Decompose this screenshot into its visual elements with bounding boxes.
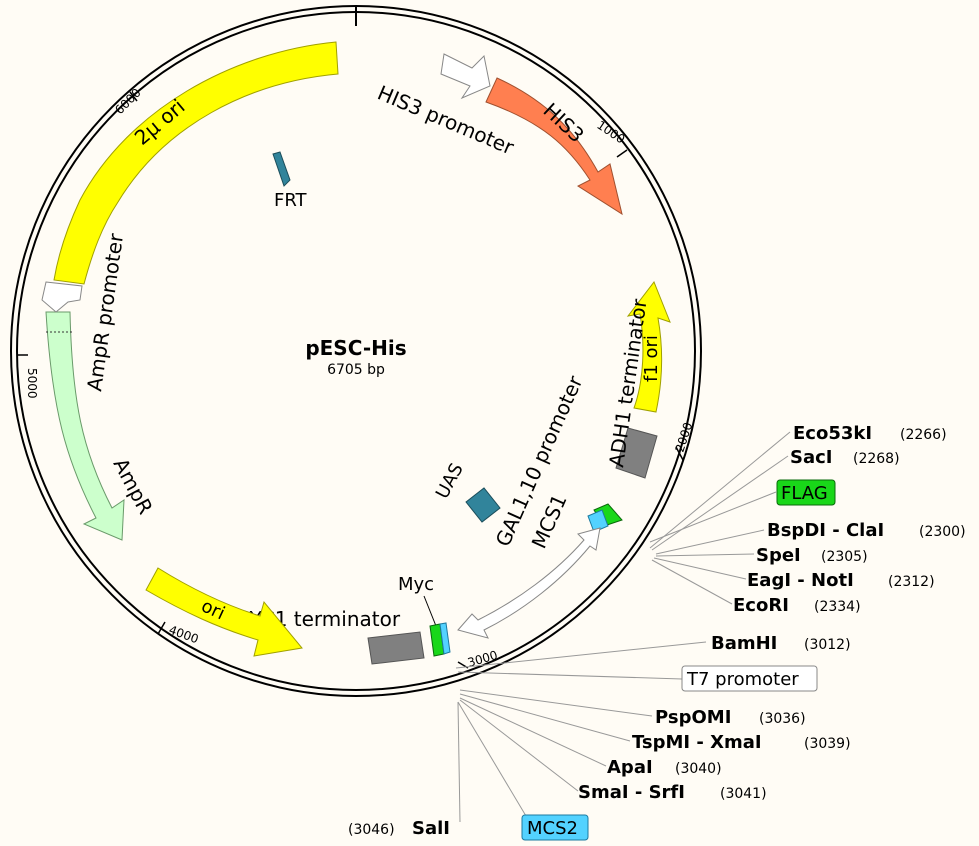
site-spei-pos: (2305) — [821, 549, 868, 565]
ampr-promoter-arrow — [41, 281, 83, 313]
tick-label-2000: 2000 — [673, 421, 696, 454]
plasmid-length: 6705 bp — [327, 362, 385, 378]
tick-label-1000: 1000 — [594, 118, 627, 147]
site-eagi-noti: EagI - NotI — [747, 570, 854, 591]
flag-label-box — [776, 479, 836, 506]
site-eco53ki-pos: (2266) — [900, 427, 947, 443]
site-eco53ki: Eco53kI — [793, 423, 872, 444]
site-sali: SalI — [412, 818, 450, 839]
tick-2000 — [675, 446, 684, 461]
site-pspomi: PspOMI — [655, 707, 731, 728]
gal-promoter-arrow — [457, 527, 601, 639]
mcs2-label: MCS2 — [527, 818, 578, 839]
cyc1-terminator-box — [367, 631, 425, 665]
uas-label: UAS — [432, 460, 468, 502]
site-ecori: EcoRI — [733, 595, 789, 616]
uas-box — [465, 487, 501, 523]
myc-leader — [423, 595, 437, 627]
mcs1-region — [587, 503, 623, 533]
f1-ori-arrow — [626, 280, 671, 413]
site-tspmi-xmai: TspMI - XmaI — [632, 732, 762, 753]
frt-arrow — [272, 151, 291, 187]
backbone — [10, 5, 702, 697]
site-apai: ApaI — [607, 757, 653, 778]
ampr-arrow — [45, 311, 125, 541]
plasmid-name: pESC-His — [305, 336, 406, 360]
site-bamhi-pos: (3012) — [804, 637, 851, 653]
flag-label: FLAG — [781, 483, 828, 504]
site-bspdi-clai-pos: (2300) — [919, 524, 966, 540]
ori-arrow — [145, 567, 303, 657]
adh1-terminator-box — [615, 427, 658, 479]
two-micron-ori-arrow — [53, 41, 339, 285]
myc-label: Myc — [398, 574, 434, 595]
site-pspomi-pos: (3036) — [759, 711, 806, 727]
site-eagi-noti-pos: (2312) — [888, 574, 935, 590]
mcs-region-bottom — [429, 622, 451, 657]
site-tspmi-xmai-pos: (3039) — [804, 736, 851, 752]
frt-label: FRT — [274, 190, 308, 211]
his3-arrow — [485, 77, 623, 216]
site-ecori-pos: (2334) — [814, 599, 861, 615]
tick-label-5000: 5000 — [25, 368, 39, 399]
site-smai-srfi: SmaI - SrfI — [578, 782, 685, 803]
tick-4000 — [157, 621, 166, 635]
t7-promoter-label: T7 promoter — [686, 669, 799, 690]
site-apai-pos: (3040) — [675, 761, 722, 777]
f1-ori-label: f1 ori — [641, 335, 662, 382]
tick-6000 — [129, 91, 138, 102]
mcs1-box — [587, 509, 609, 533]
site-smai-srfi-pos: (3041) — [720, 786, 767, 802]
leaders-bottom — [455, 641, 707, 823]
site-sali-pos: (3046) — [348, 822, 395, 838]
tick-1000 — [616, 149, 628, 158]
leaders-top — [649, 431, 791, 605]
mcs2-box-on-map — [439, 622, 451, 655]
site-bspdi-clai: BspDI - ClaI — [767, 520, 884, 541]
site-saci: SacI — [790, 447, 832, 468]
t7-promoter-box — [681, 665, 818, 692]
his3-promoter-arrow — [440, 53, 491, 100]
site-bamhi: BamHI — [711, 633, 777, 654]
site-saci-pos: (2268) — [853, 451, 900, 467]
site-spei: SpeI — [756, 545, 801, 566]
mcs2-label-box — [521, 814, 589, 841]
